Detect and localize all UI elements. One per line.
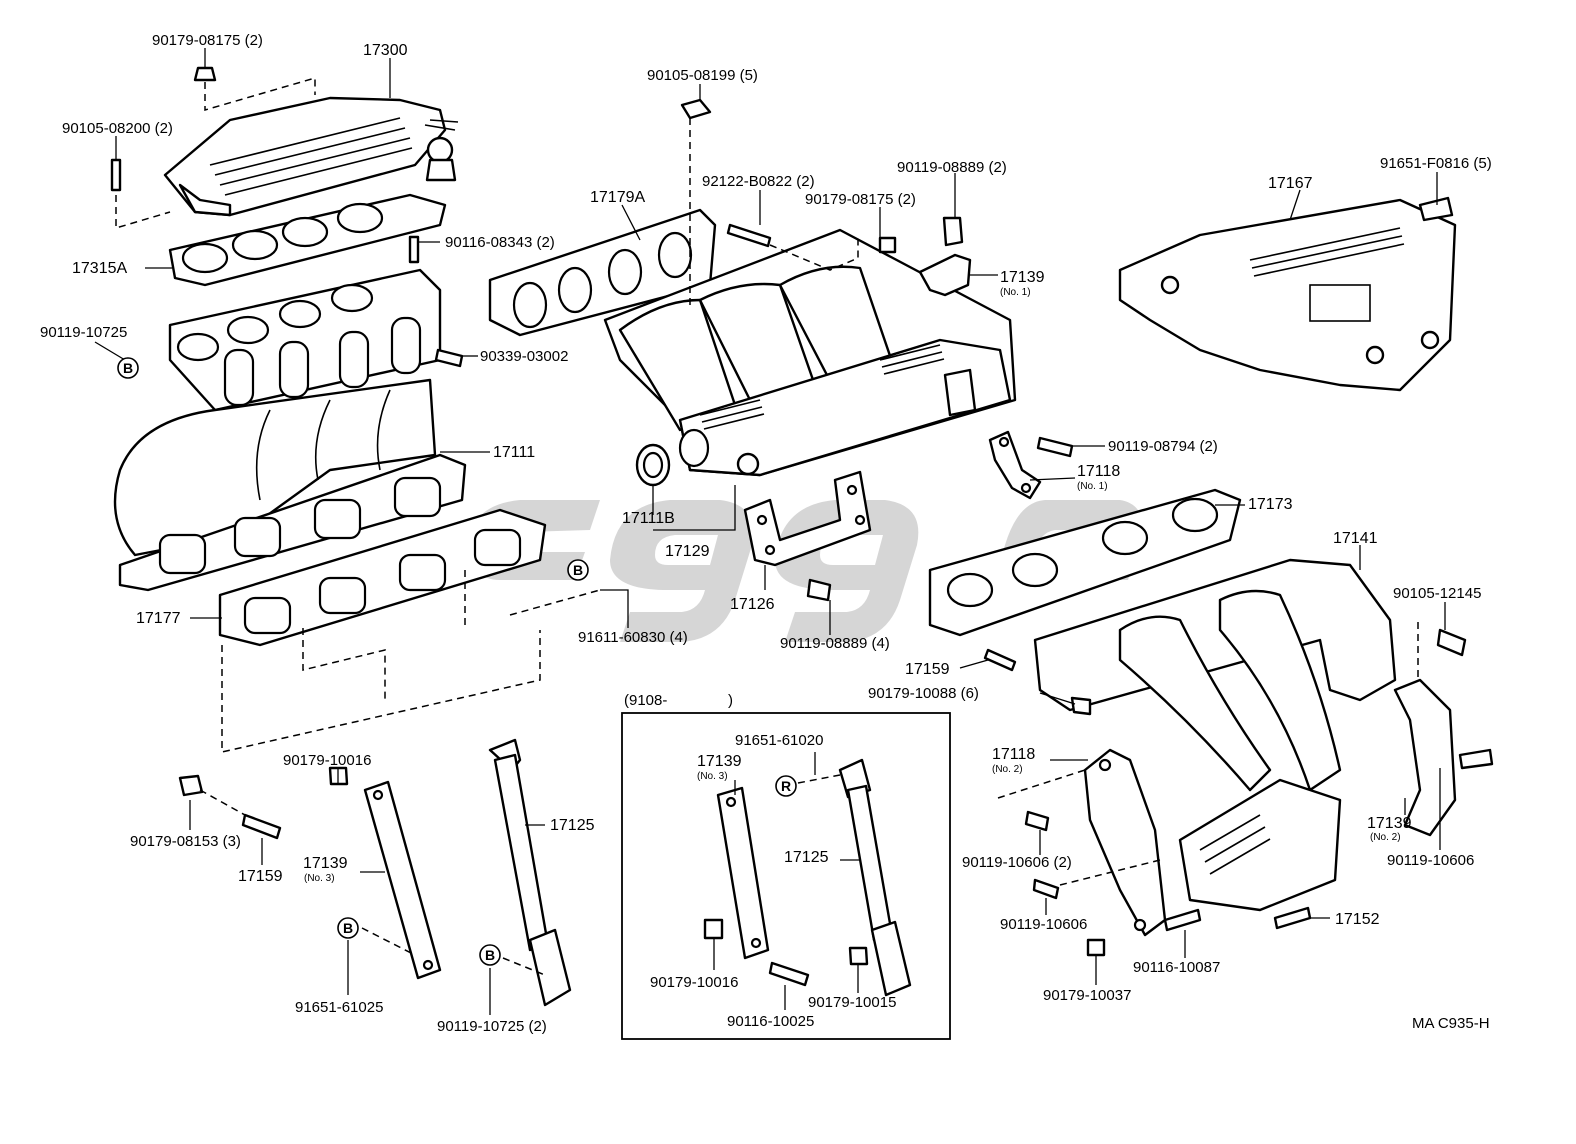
label-diagram-code: MA C935-H — [1412, 1015, 1490, 1032]
label-90179-10088: 90179-10088 (6) — [868, 685, 979, 702]
part-17179A-gasket — [488, 208, 717, 337]
label-90179-08153: 90179-08153 (3) — [130, 833, 241, 850]
svg-text:B: B — [573, 562, 583, 578]
label-17129: 17129 — [665, 543, 710, 560]
label-90116-10087: 90116-10087 — [1133, 959, 1220, 976]
sublabel-no3-a: (No. 3) — [304, 873, 335, 884]
marker-b-4: B — [479, 944, 501, 966]
label-90119-10606-2: 90119-10606 (2) — [962, 854, 1072, 871]
part-17125-stay-box — [838, 758, 912, 997]
part-17139-no1-bracket — [918, 253, 972, 297]
svg-text:B: B — [123, 360, 133, 376]
label-17152: 17152 — [1335, 911, 1380, 928]
fasteners — [110, 66, 1494, 987]
marker-r-1: R — [775, 775, 797, 797]
part-17167-engine-cover — [1118, 198, 1457, 392]
label-90119-08794: 90119-08794 (2) — [1108, 438, 1218, 455]
part-17118-no2-bracket — [1083, 748, 1167, 937]
part-17173-gasket — [928, 488, 1242, 637]
label-90179-10016-box: 90179-10016 — [650, 974, 738, 991]
label-17126: 17126 — [730, 596, 775, 613]
part-17111-intake-manifold — [113, 268, 467, 592]
label-17139-no1: 17139 — [1000, 269, 1045, 286]
assembly-lines — [115, 77, 1419, 976]
label-17315A: 17315A — [72, 260, 127, 277]
label-17125-box: 17125 — [784, 849, 829, 866]
sublabel-no3-b: (No. 3) — [697, 771, 728, 782]
sublabel-no1-b: (No. 1) — [1077, 481, 1108, 492]
label-90119-10725: 90119-10725 — [40, 324, 127, 341]
label-90105-12145: 90105-12145 — [1393, 585, 1481, 602]
part-17177-gasket — [218, 508, 547, 647]
label-90179-08175-mid: 90179-08175 (2) — [805, 191, 916, 208]
label-90119-10725-2: 90119-10725 (2) — [437, 1018, 547, 1035]
sublabel-no2-b: (No. 2) — [1370, 832, 1401, 843]
label-90179-08175-top: 90179-08175 (2) — [152, 32, 263, 49]
label-17159-mid: 17159 — [905, 661, 950, 678]
label-17139-no2: 17139 — [1367, 815, 1412, 832]
part-17141-exhaust-manifold — [1033, 558, 1397, 912]
part-intake-plenum — [603, 228, 1017, 477]
label-17179A: 17179A — [590, 189, 645, 206]
part-labels: 90179-08175 (2) 17300 90105-08200 (2) 90… — [40, 32, 1492, 1035]
part-17118-no1-bracket — [988, 430, 1042, 500]
label-17141: 17141 — [1333, 530, 1378, 547]
label-90105-08200: 90105-08200 (2) — [62, 120, 173, 137]
part-17139-no3-strap-box — [716, 786, 770, 960]
label-17159-left: 17159 — [238, 868, 283, 885]
part-17139-no3-strap-left — [363, 780, 442, 980]
label-17167: 17167 — [1268, 175, 1313, 192]
sublabel-no2-a: (No. 2) — [992, 764, 1023, 775]
label-17111B: 17111B — [622, 510, 675, 527]
part-17315A-gasket — [168, 193, 447, 287]
label-91611-60830: 91611-60830 (4) — [578, 629, 688, 646]
label-90119-08889-bot: 90119-08889 (4) — [780, 635, 890, 652]
label-17173: 17173 — [1248, 496, 1293, 513]
parts-artwork — [110, 66, 1494, 1007]
label-17118-no1: 17118 — [1077, 463, 1120, 480]
label-17118-no2: 17118 — [992, 746, 1035, 763]
sublabel-no1-a: (No. 1) — [1000, 287, 1031, 298]
label-92122-B0822: 92122-B0822 (2) — [702, 173, 815, 190]
label-17111: 17111 — [493, 444, 535, 461]
label-90105-08199: 90105-08199 (5) — [647, 67, 758, 84]
label-90116-08343: 90116-08343 (2) — [445, 234, 555, 251]
label-box-close: ) — [728, 692, 733, 709]
label-17177: 17177 — [136, 610, 181, 627]
svg-text:R: R — [781, 778, 791, 794]
label-90119-08889-top: 90119-08889 (2) — [897, 159, 1007, 176]
variant-box — [621, 712, 951, 1040]
label-91651-61025: 91651-61025 — [295, 999, 383, 1016]
label-17139-no3-left: 17139 — [303, 855, 348, 872]
part-17125-stay-left — [488, 738, 572, 1007]
leader-lines — [94, 48, 1446, 1015]
label-90339-03002: 90339-03002 — [480, 348, 568, 365]
circle-markers: B B B B R — [117, 357, 797, 966]
svg-text:B: B — [485, 947, 495, 963]
variant-frame — [621, 712, 951, 1040]
marker-b-2: B — [567, 559, 589, 581]
label-90119-10606-b: 90119-10606 — [1387, 852, 1474, 869]
label-90179-10015: 90179-10015 — [808, 994, 896, 1011]
label-91651-61020: 91651-61020 — [735, 732, 823, 749]
part-17126-bracket — [743, 470, 872, 567]
marker-b-3: B — [337, 917, 359, 939]
label-90179-10016-left: 90179-10016 — [283, 752, 371, 769]
label-box-header: (9108- — [624, 692, 667, 709]
label-90119-10606-a: 90119-10606 — [1000, 916, 1087, 933]
svg-text:B: B — [343, 920, 353, 936]
part-17111B-ring — [635, 443, 671, 487]
label-91651-F0816: 91651-F0816 (5) — [1380, 155, 1492, 172]
label-90179-10037: 90179-10037 — [1043, 987, 1131, 1004]
marker-b-1: B — [117, 357, 139, 379]
part-17300-intake-connector — [163, 96, 459, 217]
part-17139-no2-bracket — [1393, 678, 1457, 837]
label-90116-10025: 90116-10025 — [727, 1013, 814, 1030]
label-17139-no3-box: 17139 — [697, 753, 742, 770]
label-17125-left: 17125 — [550, 817, 595, 834]
label-17300: 17300 — [363, 42, 408, 59]
